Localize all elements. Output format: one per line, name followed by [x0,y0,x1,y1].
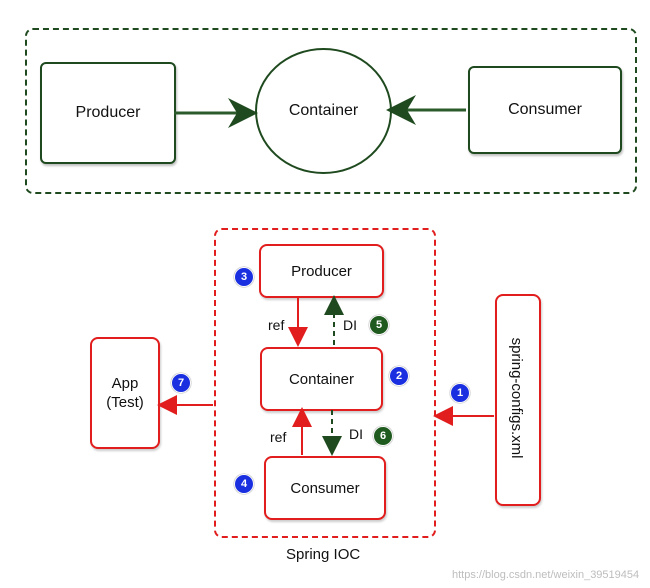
top-diagram-frame [25,28,637,194]
step-badge-3: 3 [234,267,254,287]
ioc-producer-label: Producer [291,262,352,280]
ref-top-label: ref [268,317,285,333]
ref-bottom-label: ref [270,429,287,445]
top-arrows [174,95,466,128]
di-bottom-label: DI [349,426,363,442]
watermark-text: https://blog.csdn.net/weixin_39519454 [452,569,640,581]
step-badge-1: 1 [450,383,470,403]
step-badge-7: 7 [171,373,191,393]
spring-configs-box [495,294,541,506]
spring-ioc-frame [214,228,436,538]
top-producer-label: Producer [75,104,141,121]
spring-ioc-label: Spring IOC [286,546,361,563]
step-badge-4: 4 [234,474,254,494]
top-consumer-box: Consumer [468,66,622,154]
di-top-label: DI [343,317,357,333]
app-test-label: App (Test) [106,375,144,411]
app-test-box: App (Test) [90,337,160,449]
top-container-circle: Container [255,48,392,174]
step-badge-5: 5 [369,315,389,335]
top-producer-box: Producer [40,62,176,164]
ioc-producer-box: Producer [259,244,384,298]
top-consumer-label: Consumer [508,101,582,118]
ioc-container-label: Container [288,370,355,388]
step-badge-6: 6 [373,426,393,446]
top-container-label: Container [288,102,359,119]
ioc-consumer-box: Consumer [264,456,386,520]
step-badge-2: 2 [389,366,409,386]
ioc-consumer-label: Consumer [290,479,360,497]
ioc-container-box: Container [260,347,383,411]
